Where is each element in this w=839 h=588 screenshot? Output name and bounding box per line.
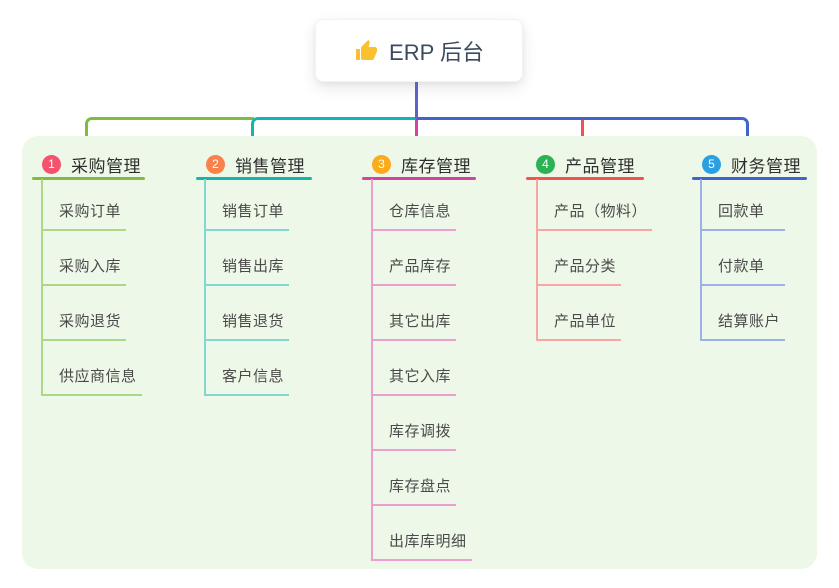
- child-node[interactable]: 产品库存: [371, 257, 457, 286]
- connector-branch-5: [416, 117, 749, 146]
- branch-underline: [526, 177, 644, 180]
- branch-spine-line: [700, 179, 702, 339]
- child-label: 其它入库: [389, 368, 452, 385]
- child-node[interactable]: 供应商信息: [41, 367, 142, 396]
- connector-branch-2: [251, 117, 418, 146]
- branch-header[interactable]: 2 销售管理: [206, 152, 305, 177]
- branch-header[interactable]: 1 采购管理: [42, 152, 141, 177]
- child-label: 产品（物料）: [554, 203, 648, 220]
- child-label: 销售退货: [222, 313, 285, 330]
- child-label: 结算账户: [718, 313, 781, 330]
- child-label: 仓库信息: [389, 203, 452, 220]
- child-node[interactable]: 产品分类: [536, 257, 622, 286]
- branch-header[interactable]: 4 产品管理: [536, 152, 635, 177]
- branch-number-badge: 5: [702, 155, 721, 174]
- connector-branch-1: [85, 117, 254, 146]
- child-node[interactable]: 库存调拨: [371, 422, 457, 451]
- child-label: 采购退货: [59, 313, 122, 330]
- child-node[interactable]: 采购退货: [41, 312, 127, 341]
- child-node[interactable]: 产品单位: [536, 312, 622, 341]
- child-node[interactable]: 采购入库: [41, 257, 127, 286]
- branch-underline: [692, 177, 807, 180]
- connector-branch-4: [581, 117, 584, 146]
- connector-branch-3: [415, 120, 418, 146]
- child-node[interactable]: 销售出库: [204, 257, 290, 286]
- branch-header[interactable]: 3 库存管理: [372, 152, 471, 177]
- branch-number-badge: 2: [206, 155, 225, 174]
- branch-number-badge: 1: [42, 155, 61, 174]
- child-label: 付款单: [718, 258, 765, 275]
- root-node[interactable]: ERP 后台: [315, 19, 523, 82]
- branch-header[interactable]: 5 财务管理: [702, 152, 801, 177]
- child-node[interactable]: 付款单: [700, 257, 785, 286]
- child-label: 采购入库: [59, 258, 122, 275]
- child-label: 产品库存: [389, 258, 452, 275]
- branches-panel: [22, 136, 817, 569]
- child-node[interactable]: 其它入库: [371, 367, 457, 396]
- child-label: 其它出库: [389, 313, 452, 330]
- child-node[interactable]: 出库库明细: [371, 532, 472, 561]
- child-node[interactable]: 仓库信息: [371, 202, 457, 231]
- child-node[interactable]: 产品（物料）: [536, 202, 653, 231]
- thumbs-up-icon: [354, 39, 378, 63]
- root-stem-line: [415, 82, 418, 119]
- child-node[interactable]: 其它出库: [371, 312, 457, 341]
- child-label: 库存盘点: [389, 478, 452, 495]
- branch-spine-line: [371, 179, 373, 559]
- branch-underline: [32, 177, 145, 180]
- child-label: 销售订单: [222, 203, 285, 220]
- child-label: 采购订单: [59, 203, 122, 220]
- child-label: 出库库明细: [389, 533, 467, 550]
- child-label: 销售出库: [222, 258, 285, 275]
- child-node[interactable]: 销售退货: [204, 312, 290, 341]
- branch-label: 库存管理: [401, 157, 471, 176]
- child-label: 供应商信息: [59, 368, 137, 385]
- child-node[interactable]: 回款单: [700, 202, 785, 231]
- child-label: 客户信息: [222, 368, 285, 385]
- root-label: ERP 后台: [389, 39, 484, 65]
- branch-label: 采购管理: [71, 157, 141, 176]
- child-node[interactable]: 销售订单: [204, 202, 290, 231]
- branch-label: 销售管理: [235, 157, 305, 176]
- branch-spine-line: [536, 179, 538, 339]
- child-label: 产品分类: [554, 258, 617, 275]
- child-label: 库存调拨: [389, 423, 452, 440]
- child-node[interactable]: 客户信息: [204, 367, 290, 396]
- branch-underline: [196, 177, 312, 180]
- child-node[interactable]: 结算账户: [700, 312, 786, 341]
- child-node[interactable]: 采购订单: [41, 202, 127, 231]
- branch-spine-line: [204, 179, 206, 394]
- branch-number-badge: 3: [372, 155, 391, 174]
- branch-spine-line: [41, 179, 43, 394]
- branch-label: 产品管理: [565, 157, 635, 176]
- child-label: 回款单: [718, 203, 765, 220]
- child-label: 产品单位: [554, 313, 617, 330]
- child-node[interactable]: 库存盘点: [371, 477, 457, 506]
- branch-label: 财务管理: [731, 157, 801, 176]
- branch-number-badge: 4: [536, 155, 555, 174]
- branch-underline: [362, 177, 476, 180]
